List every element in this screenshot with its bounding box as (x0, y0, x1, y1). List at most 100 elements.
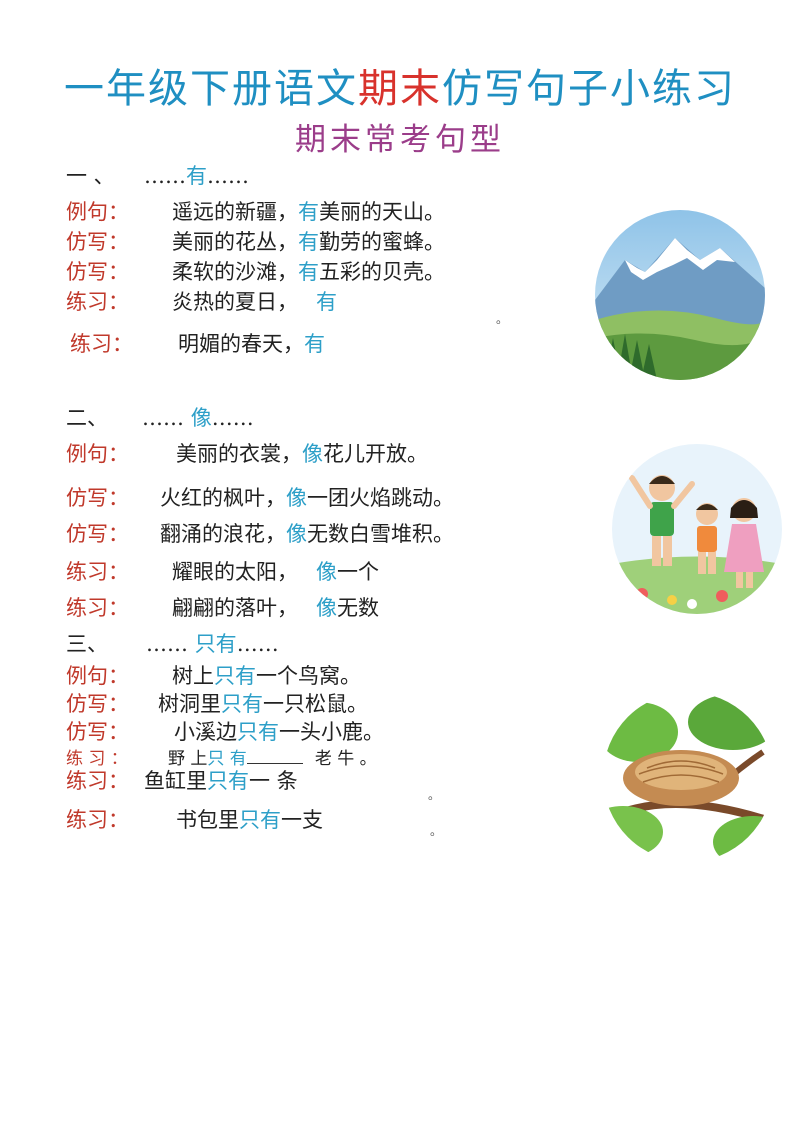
pattern-keyword: 像 (190, 406, 212, 430)
section-1-header: 一 、 ……有…… (66, 160, 249, 190)
section-3-header: 三、 …… 只有…… (66, 628, 279, 658)
sentence-keyword: 有 (298, 260, 319, 284)
sentence-keyword: 只有 (214, 664, 256, 688)
section-1-row: 练习： 明媚的春天，有 (70, 328, 325, 358)
title-part-1: 一年级下册语文 (64, 66, 358, 112)
sentence-post: 花儿开放。 (323, 442, 428, 466)
pattern-dots: …… (236, 632, 279, 656)
pattern-keyword: 只有 (194, 632, 237, 656)
section-3-row: 练 习 ： 野 上只 有 老 牛 。 (66, 744, 377, 769)
sentence-pre: 小溪边 (174, 720, 237, 744)
row-label: 练习： (70, 332, 133, 356)
sentence-pre: 耀眼的太阳， (172, 560, 298, 584)
answer-blank[interactable] (246, 749, 303, 764)
sentence-keyword: 像 (286, 486, 307, 510)
sentence-post: 无数白雪堆积。 (307, 522, 454, 546)
snow-mountain-illustration (595, 210, 765, 380)
row-label: 练 习 ： (66, 749, 128, 769)
row-label: 仿写： (66, 230, 129, 254)
sentence-keyword: 像 (316, 560, 337, 584)
pattern-dots: …… (146, 632, 188, 656)
sentence-keyword: 有 (298, 230, 319, 254)
pattern-keyword: 有 (186, 164, 207, 188)
section-2-row: 仿写：火红的枫叶，像一团火焰跳动。 (66, 482, 454, 512)
page-subtitle: 期末常考句型 (295, 122, 505, 158)
section-3-row: 练习：鱼缸里只有一 条 (66, 765, 298, 795)
pattern-dots: …… (207, 164, 249, 188)
bird-nest-illustration (603, 692, 773, 862)
period-mark: 。 (430, 824, 443, 838)
row-label: 例句： (66, 442, 129, 466)
sentence-keyword: 只有 (221, 692, 263, 716)
sentence-pre: 野 上 (168, 749, 208, 769)
sentence-post: 一个 (337, 560, 379, 584)
sentence-pre: 美丽的衣裳， (176, 442, 302, 466)
row-label: 练习： (66, 596, 129, 620)
row-label: 练习： (66, 808, 129, 832)
pattern-dots: …… (144, 164, 186, 188)
sentence-keyword: 有 (316, 290, 337, 314)
sentence-pre: 鱼缸里 (144, 769, 207, 793)
section-1-row: 练习： 炎热的夏日， 有 (66, 286, 337, 316)
sentence-keyword: 像 (302, 442, 323, 466)
sentence-pre: 树洞里 (158, 692, 221, 716)
sentence-pre: 明媚的春天， (178, 332, 304, 356)
section-2-row: 仿写：翻涌的浪花，像无数白雪堆积。 (66, 518, 454, 548)
row-label: 练习： (66, 290, 129, 314)
section-2-row: 例句： 美丽的衣裳，像花儿开放。 (66, 438, 428, 468)
row-label: 例句： (66, 664, 129, 688)
sentence-pre: 书包里 (176, 808, 239, 832)
sentence-keyword: 只 有 (207, 749, 247, 769)
three-children-illustration (612, 444, 782, 614)
row-label: 仿写： (66, 260, 129, 284)
sentence-post: 一团火焰跳动。 (307, 486, 454, 510)
section-2-header: 二、 …… 像…… (66, 402, 254, 432)
sentence-post: 老 牛 。 (314, 749, 377, 769)
pattern-dots: …… (211, 406, 254, 430)
sentence-pre: 火红的枫叶， (160, 486, 286, 510)
row-label: 仿写： (66, 522, 129, 546)
sentence-keyword: 有 (298, 200, 319, 224)
section-2-row: 练习： 耀眼的太阳， 像一个 (66, 556, 379, 586)
period-mark: 。 (496, 312, 509, 326)
row-label: 例句： (66, 200, 129, 224)
section-number: 三、 (66, 632, 108, 656)
sentence-post: 一支 (281, 808, 323, 832)
page-title: 一年级下册语文期末仿写句子小练习 (0, 56, 800, 114)
section-1-row: 仿写： 美丽的花丛，有勤劳的蜜蜂。 (66, 226, 445, 256)
sentence-pre: 翻涌的浪花， (160, 522, 286, 546)
row-label: 练习： (66, 560, 129, 584)
pattern-dots: …… (142, 406, 184, 430)
section-1-row: 仿写： 柔软的沙滩，有五彩的贝壳。 (66, 256, 445, 286)
sentence-keyword: 像 (316, 596, 337, 620)
row-label: 仿写： (66, 720, 129, 744)
title-part-3: 仿写句子小练习 (442, 66, 736, 112)
section-2-row: 练习：翩翩的落叶，像无数 (66, 592, 379, 622)
section-1-row: 例句： 遥远的新疆，有美丽的天山。 (66, 196, 445, 226)
sentence-post: 美丽的天山。 (319, 200, 445, 224)
sentence-pre: 遥远的新疆， (172, 200, 298, 224)
sentence-pre: 美丽的花丛， (172, 230, 298, 254)
row-label: 练习： (66, 769, 129, 793)
title-part-2: 期末 (358, 66, 442, 112)
sentence-post: 勤劳的蜜蜂。 (319, 230, 445, 254)
row-label: 仿写： (66, 692, 129, 716)
section-number: 二、 (66, 406, 108, 430)
sentence-pre: 柔软的沙滩， (172, 260, 298, 284)
sentence-pre: 翩翩的落叶， (172, 596, 298, 620)
section-3-row: 练习： 书包里只有一支 (66, 804, 323, 834)
sentence-post: 五彩的贝壳。 (319, 260, 445, 284)
section-3-row: 仿写： 树洞里只有一只松鼠。 (66, 688, 368, 718)
sentence-post: 一个鸟窝。 (256, 664, 361, 688)
sentence-keyword: 有 (304, 332, 325, 356)
section-number: 一 、 (66, 164, 115, 188)
sentence-keyword: 只有 (239, 808, 281, 832)
period-mark: 。 (428, 788, 441, 802)
sentence-pre: 树上 (172, 664, 214, 688)
sentence-post: 一只松鼠。 (263, 692, 368, 716)
sentence-keyword: 只有 (207, 769, 249, 793)
sentence-post: 一头小鹿。 (279, 720, 384, 744)
sentence-pre: 炎热的夏日， (172, 290, 298, 314)
section-3-row: 仿写：小溪边只有一头小鹿。 (66, 716, 384, 746)
section-3-row: 例句： 树上只有一个鸟窝。 (66, 660, 361, 690)
